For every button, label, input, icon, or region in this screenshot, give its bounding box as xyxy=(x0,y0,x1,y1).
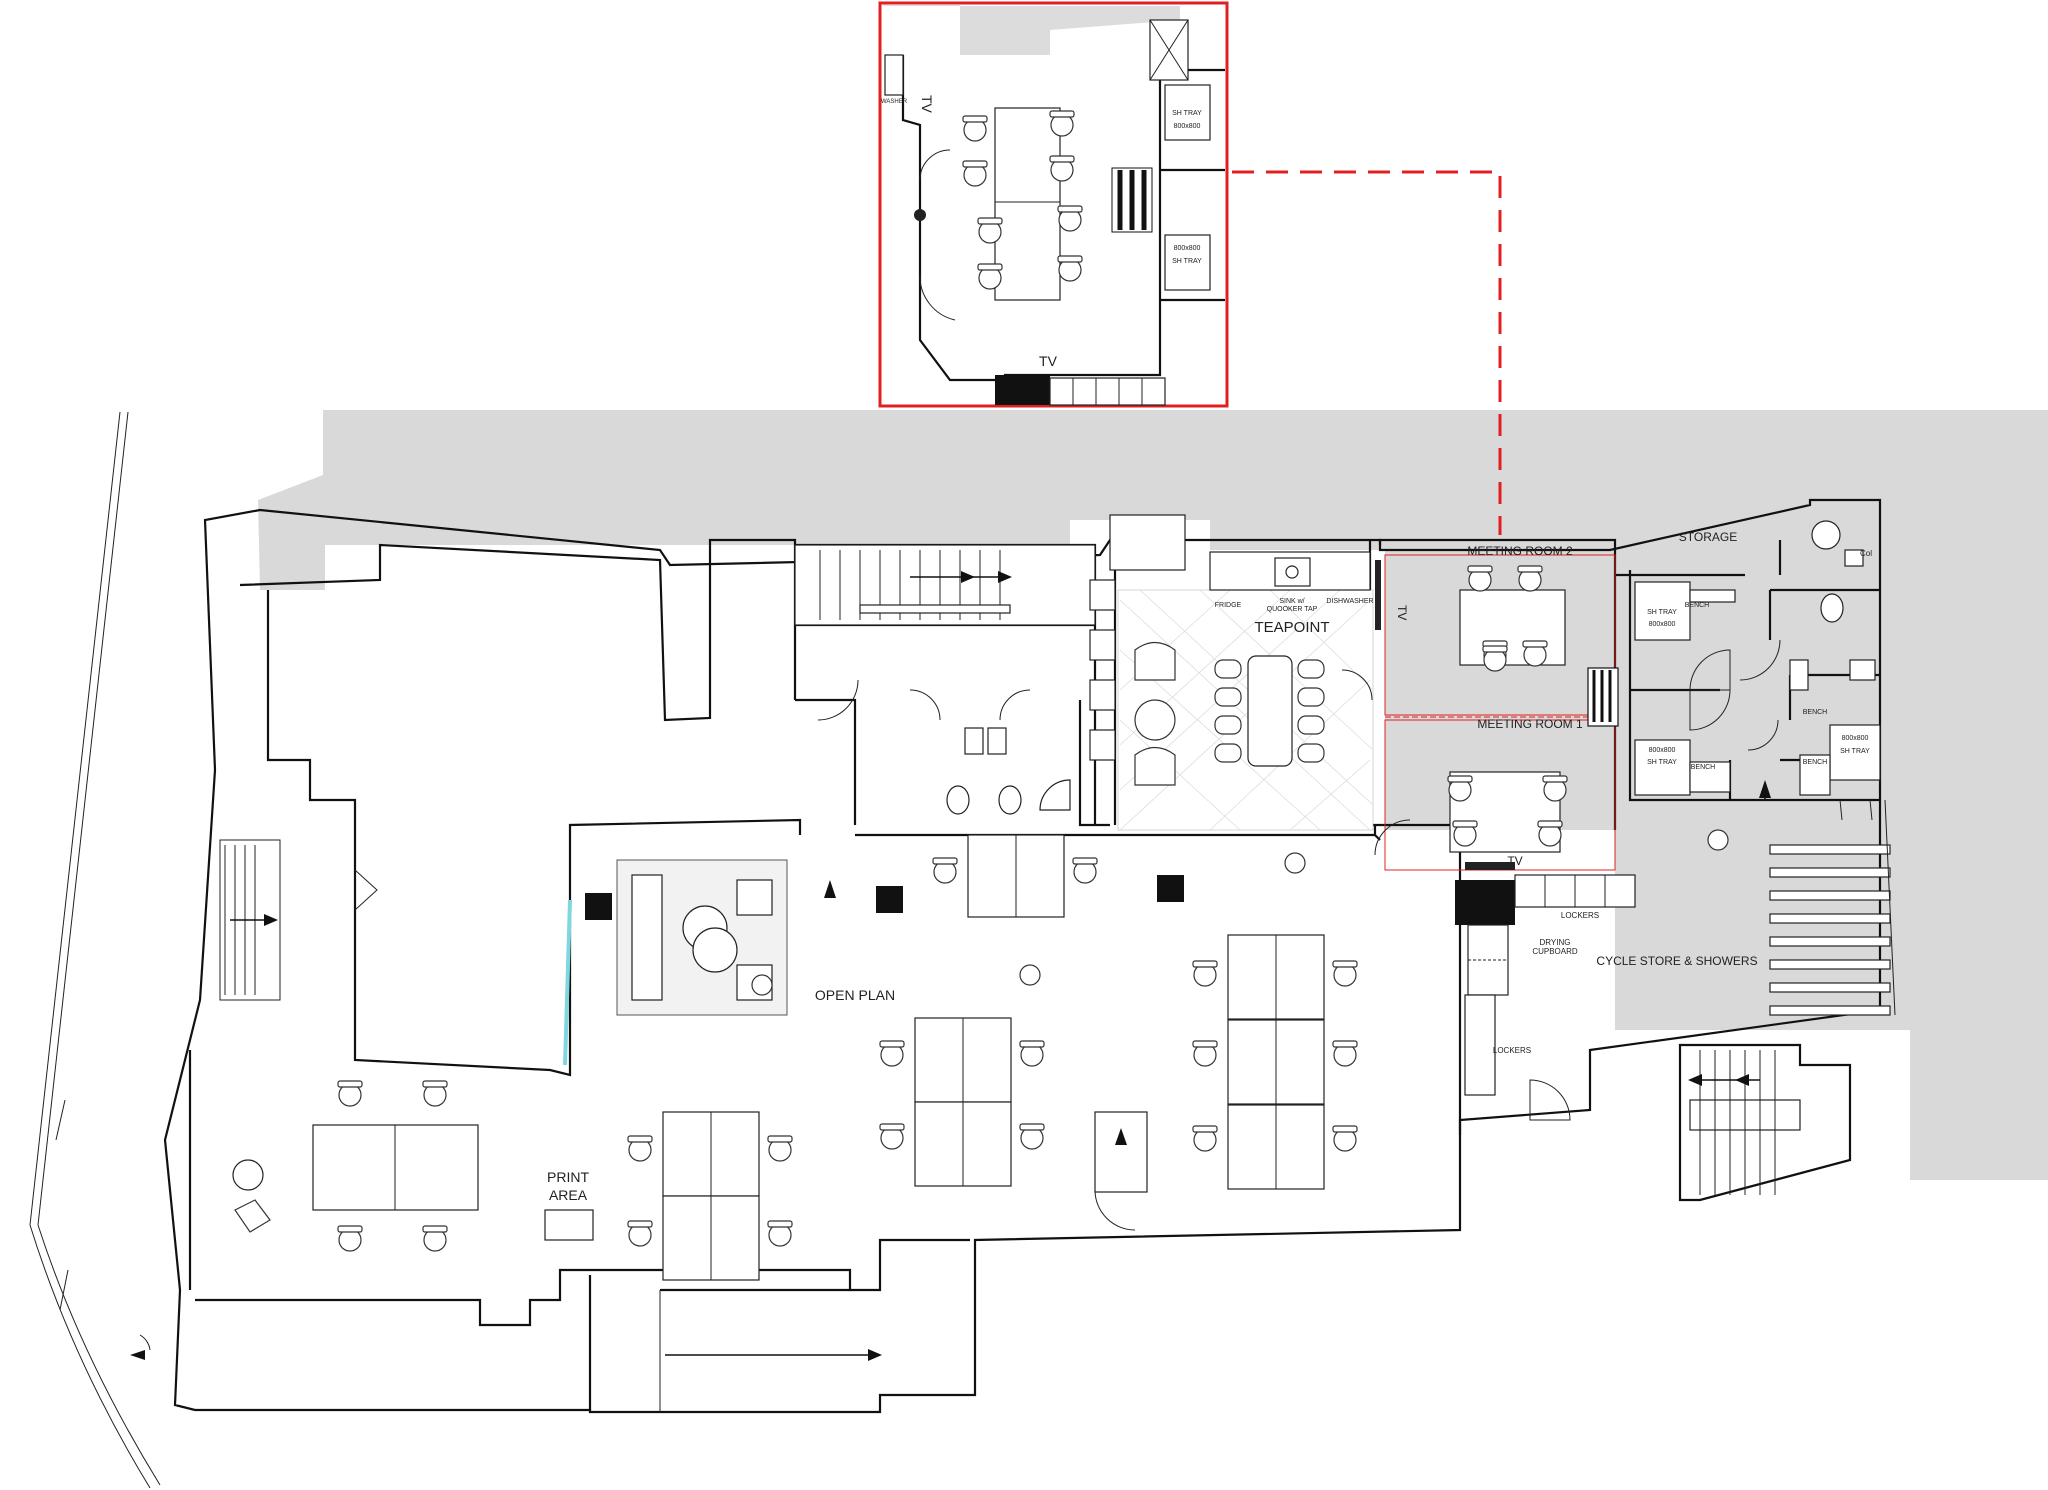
room-labels: MEETING ROOM 2 MEETING ROOM 1 STORAGE TE… xyxy=(547,530,1758,1203)
label-sink-1: SINK w/ xyxy=(1279,598,1304,605)
label-cycle-store: CYCLE STORE & SHOWERS xyxy=(1596,954,1757,968)
toilets xyxy=(946,727,1071,815)
print-area xyxy=(232,1159,594,1241)
window xyxy=(563,899,572,1066)
label-open-plan: OPEN PLAN xyxy=(815,987,895,1003)
context-neighbouring-building xyxy=(258,410,2048,1180)
label-sh-tray-2a: 800x800 xyxy=(1649,747,1676,754)
inset-connector-line xyxy=(1232,170,1502,535)
street-edge xyxy=(29,411,161,1489)
label-sh-tray-3b: SH TRAY xyxy=(1840,748,1870,755)
staircase-bottom-right xyxy=(1678,1043,1852,1202)
label-lockers-1: LOCKERS xyxy=(1561,911,1599,920)
label-dishwasher: DISHWASHER xyxy=(1326,598,1373,605)
label-sh-tray-3a: 800x800 xyxy=(1842,735,1869,742)
inset-labels: TV TV WASHER SH TRAY 800x800 800x800 SH … xyxy=(881,95,1202,369)
inset-enlargement xyxy=(878,1,1229,408)
label-storage: STORAGE xyxy=(1679,530,1737,544)
label-bench-4: BENCH xyxy=(1803,759,1828,766)
open-plan-chairs xyxy=(337,857,1358,1252)
inset-label-tv-bottom: TV xyxy=(1039,353,1058,369)
inset-label-tv-left: TV xyxy=(919,95,935,114)
label-drying-2: CUPBOARD xyxy=(1532,947,1578,956)
label-sh-tray-1a: SH TRAY xyxy=(1647,609,1677,616)
teapoint-room xyxy=(1089,514,1381,831)
shower-block xyxy=(1634,520,1881,796)
staircase-top xyxy=(794,544,1096,626)
label-teapoint: TEAPOINT xyxy=(1254,619,1329,636)
people-icons xyxy=(751,829,1729,996)
teapoint-chairs xyxy=(1134,641,1325,786)
inset-label-washer: WASHER xyxy=(881,99,908,105)
label-sh-tray-1b: 800x800 xyxy=(1649,621,1676,628)
label-fridge: FRIDGE xyxy=(1215,602,1242,609)
label-tv-teapoint: TV xyxy=(1395,605,1409,620)
label-sink-2: QUOOKER TAP xyxy=(1267,606,1318,613)
label-sh-tray-2b: SH TRAY xyxy=(1647,759,1677,766)
label-print-area-1: PRINT xyxy=(547,1169,589,1185)
building-outline xyxy=(163,498,1882,1414)
label-drying-1: DRYING xyxy=(1540,938,1571,947)
inset-label-sh-tray-a1: SH TRAY xyxy=(1172,110,1202,117)
label-meeting-room-2: MEETING ROOM 2 xyxy=(1467,544,1573,558)
fixture-labels: FRIDGE SINK w/ QUOOKER TAP DISHWASHER TV… xyxy=(1215,549,1872,1055)
cycle-racks xyxy=(1769,799,1896,1016)
entrance-steps xyxy=(219,839,281,1001)
label-bench-3: BENCH xyxy=(1691,764,1716,771)
inset-label-sh-tray-b2: SH TRAY xyxy=(1172,258,1202,265)
inset-label-sh-tray-a2: 800x800 xyxy=(1174,123,1201,130)
label-print-area-2: AREA xyxy=(549,1187,588,1203)
label-bench-1: BENCH xyxy=(1685,602,1710,609)
label-bench-2: BENCH xyxy=(1803,709,1828,716)
label-lockers-2: LOCKERS xyxy=(1493,1046,1531,1055)
label-col: Col xyxy=(1860,549,1872,558)
bottom-corridor xyxy=(130,1290,882,1412)
label-tv-meeting: TV xyxy=(1507,854,1522,868)
label-meeting-room-1: MEETING ROOM 1 xyxy=(1477,717,1583,731)
inset-label-sh-tray-b1: 800x800 xyxy=(1174,245,1201,252)
open-plan-desks xyxy=(312,834,1325,1281)
lockers-drying xyxy=(1455,874,1636,1121)
door-swings xyxy=(139,669,1771,1351)
columns xyxy=(585,875,1184,920)
